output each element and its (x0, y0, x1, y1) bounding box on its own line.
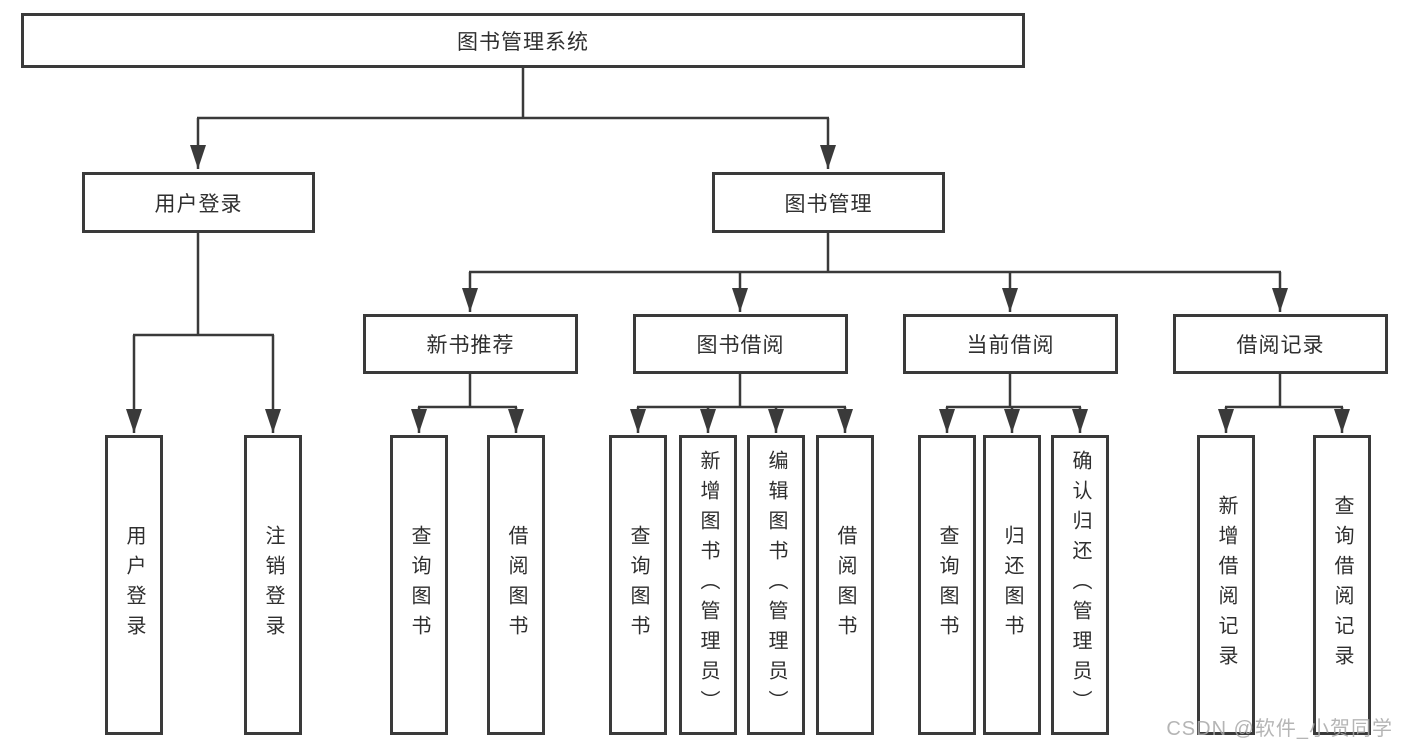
leaf-borrow-borrow-label: 借阅图书 (834, 525, 856, 645)
leaf-current-query: 查询图书 (918, 435, 976, 735)
leaf-user-login-label: 用户登录 (123, 525, 145, 645)
leaf-borrow-add-admin: 新增图书（管理员） (679, 435, 737, 735)
leaf-borrow-edit-admin: 编辑图书（管理员） (747, 435, 805, 735)
leaf-current-query-label: 查询图书 (936, 525, 958, 645)
node-book-management-label: 图书管理 (784, 192, 873, 216)
leaf-borrow-borrow: 借阅图书 (816, 435, 874, 735)
node-new-book-recommend: 新书推荐 (363, 314, 578, 374)
leaf-borrow-query: 查询图书 (609, 435, 667, 735)
node-new-book-recommend-label: 新书推荐 (426, 334, 515, 357)
node-root: 图书管理系统 (21, 13, 1025, 68)
leaf-current-return-label: 归还图书 (1001, 525, 1023, 645)
node-current-borrow: 当前借阅 (903, 314, 1118, 374)
leaf-records-query-label: 查询借阅记录 (1331, 495, 1353, 675)
leaf-newbooks-borrow-label: 借阅图书 (505, 525, 527, 645)
node-user-login: 用户登录 (82, 172, 315, 233)
node-current-borrow-label: 当前借阅 (966, 334, 1055, 357)
leaf-newbooks-borrow: 借阅图书 (487, 435, 545, 735)
leaf-current-return: 归还图书 (983, 435, 1041, 735)
leaf-newbooks-query-label: 查询图书 (408, 525, 430, 645)
node-root-label: 图书管理系统 (457, 30, 589, 54)
leaf-borrow-add-admin-label: 新增图书（管理员） (697, 450, 719, 720)
node-borrow-records: 借阅记录 (1173, 314, 1388, 374)
leaf-current-confirm-admin-label: 确认归还（管理员） (1069, 450, 1091, 720)
node-book-borrow-label: 图书借阅 (696, 334, 785, 357)
leaf-borrow-edit-admin-label: 编辑图书（管理员） (765, 450, 787, 720)
leaf-logout-label: 注销登录 (262, 525, 284, 645)
leaf-logout: 注销登录 (244, 435, 302, 735)
leaf-records-add: 新增借阅记录 (1197, 435, 1255, 735)
node-user-login-label: 用户登录 (154, 192, 243, 216)
leaf-user-login: 用户登录 (105, 435, 163, 735)
node-book-management: 图书管理 (712, 172, 945, 233)
leaf-records-add-label: 新增借阅记录 (1215, 495, 1237, 675)
leaf-borrow-query-label: 查询图书 (627, 525, 649, 645)
leaf-records-query: 查询借阅记录 (1313, 435, 1371, 735)
leaf-newbooks-query: 查询图书 (390, 435, 448, 735)
watermark: CSDN @软件_小贺同学 (1166, 718, 1393, 740)
node-borrow-records-label: 借阅记录 (1236, 334, 1325, 357)
leaf-current-confirm-admin: 确认归还（管理员） (1051, 435, 1109, 735)
node-book-borrow: 图书借阅 (633, 314, 848, 374)
